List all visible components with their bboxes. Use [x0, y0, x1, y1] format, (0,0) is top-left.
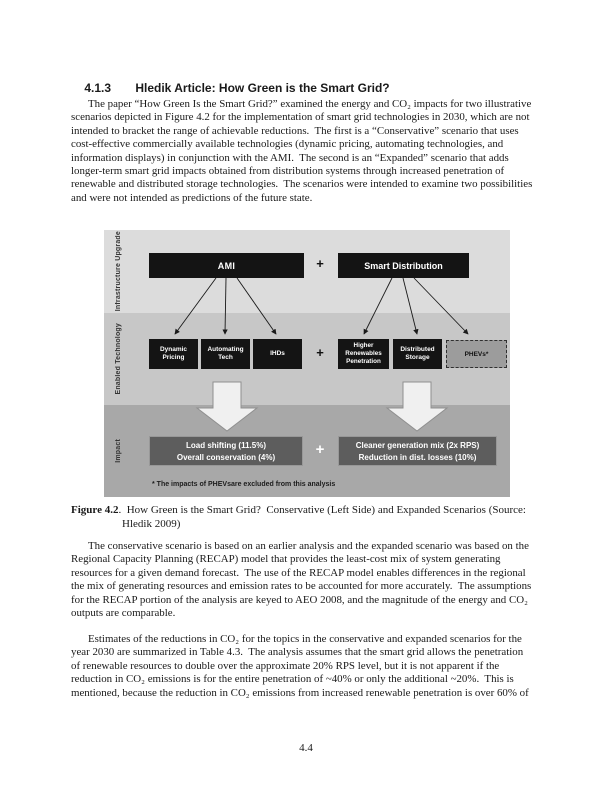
section-heading: 4.1.3 Hledik Article: How Green is the Sm… — [71, 67, 551, 109]
paragraph-1: The paper “How Green Is the Smart Grid?”… — [71, 98, 549, 205]
caption-text: . How Green is the Smart Grid? Conservat… — [118, 504, 526, 516]
figure-footnote: * The impacts of PHEVsare excluded from … — [152, 481, 336, 488]
caption-line-2: Hledik 2009) — [122, 518, 181, 530]
figure-caption: Figure 4.2. How Green is the Smart Grid?… — [71, 503, 546, 531]
text-line: outputs are comparable. — [71, 607, 176, 620]
impact-line: Overall conservation (4%) — [176, 452, 276, 462]
text-line: reduction in CO₂ emissions is for the en… — [71, 673, 514, 686]
row-label-impact: Impact — [106, 405, 130, 497]
text-line: information displays) in conjunction wit… — [71, 151, 509, 164]
section-title: Hledik Article: How Green is the Smart G… — [135, 81, 390, 95]
plus-sign-bottom: + — [315, 441, 325, 458]
box-impact-expanded: Cleaner generation mix (2x RPS) Reductio… — [338, 436, 497, 466]
box-impact-conservative: Load shifting (11.5%) Overall conservati… — [149, 436, 303, 466]
text-line: year 2030 are summarized in Table 4.3. T… — [71, 646, 524, 659]
box-ami: AMI — [149, 253, 304, 278]
text-line: for the RECAP portion of the analysis ar… — [71, 593, 528, 606]
caption-line-1: Figure 4.2. How Green is the Smart Grid?… — [71, 503, 546, 517]
box-ihds: IHDs — [253, 339, 302, 369]
text-line: The conservative scenario is based on an… — [88, 540, 529, 552]
plus-sign-top: + — [316, 256, 324, 271]
text-line: renewable and distributed storage techno… — [71, 178, 533, 191]
text-line: resources for a given demand forecast. T… — [71, 566, 526, 579]
impact-line: Load shifting (11.5%) — [185, 440, 266, 450]
box-automating-tech: Automating Tech — [201, 339, 250, 369]
box-smart-distribution: Smart Distribution — [338, 253, 469, 278]
box-dynamic-pricing: Dynamic Pricing — [149, 339, 198, 369]
text-line: Estimates of the reductions in CO₂ for t… — [88, 633, 522, 645]
page-number: 4.4 — [299, 742, 313, 754]
plus-sign-middle: + — [316, 345, 324, 360]
text-line: and were not intended as predictions of … — [71, 191, 313, 204]
text-line: longer-term smart grid impacts obtained … — [71, 165, 505, 178]
impact-line: Cleaner generation mix (2x RPS) — [355, 440, 480, 450]
paragraph-2: The conservative scenario is based on an… — [71, 540, 549, 620]
text-line: scenarios depicted in Figure 4.2 for the… — [71, 111, 530, 124]
text-line: Regional Capacity Planning (RECAP) model… — [71, 553, 501, 566]
paragraph-3: Estimates of the reductions in CO₂ for t… — [71, 633, 549, 700]
row-label-text: Infrastructure Upgrade — [114, 231, 122, 312]
figure-smart-grid-diagram: Infrastructure Upgrade Enabled Technolog… — [104, 230, 510, 497]
text-line: mentioned, because the reduction in CO₂ … — [71, 686, 529, 699]
text-line: the mix of generating resources and emis… — [71, 580, 532, 593]
text-line: cost-effective commercially available te… — [71, 138, 504, 151]
caption-label: Figure 4.2 — [71, 504, 119, 516]
section-number: 4.1.3 — [84, 81, 112, 95]
text-line: The paper “How Green Is the Smart Grid?”… — [88, 98, 532, 110]
box-higher-renewables: Higher Renewables Penetration — [338, 339, 389, 369]
text-line: of renewable resources to double over th… — [71, 659, 500, 672]
impact-line: Reduction in dist. losses (10%) — [358, 452, 477, 462]
row-label-enabled-technology: Enabled Technology — [106, 313, 130, 405]
box-phevs: PHEVs* — [446, 340, 507, 368]
row-label-text: Enabled Technology — [114, 323, 122, 395]
box-distributed-storage: Distributed Storage — [393, 339, 442, 369]
text-line: intended to bracket the range of achieva… — [71, 124, 519, 137]
row-label-text: Impact — [114, 439, 122, 463]
row-label-infrastructure-upgrade: Infrastructure Upgrade — [106, 230, 130, 313]
